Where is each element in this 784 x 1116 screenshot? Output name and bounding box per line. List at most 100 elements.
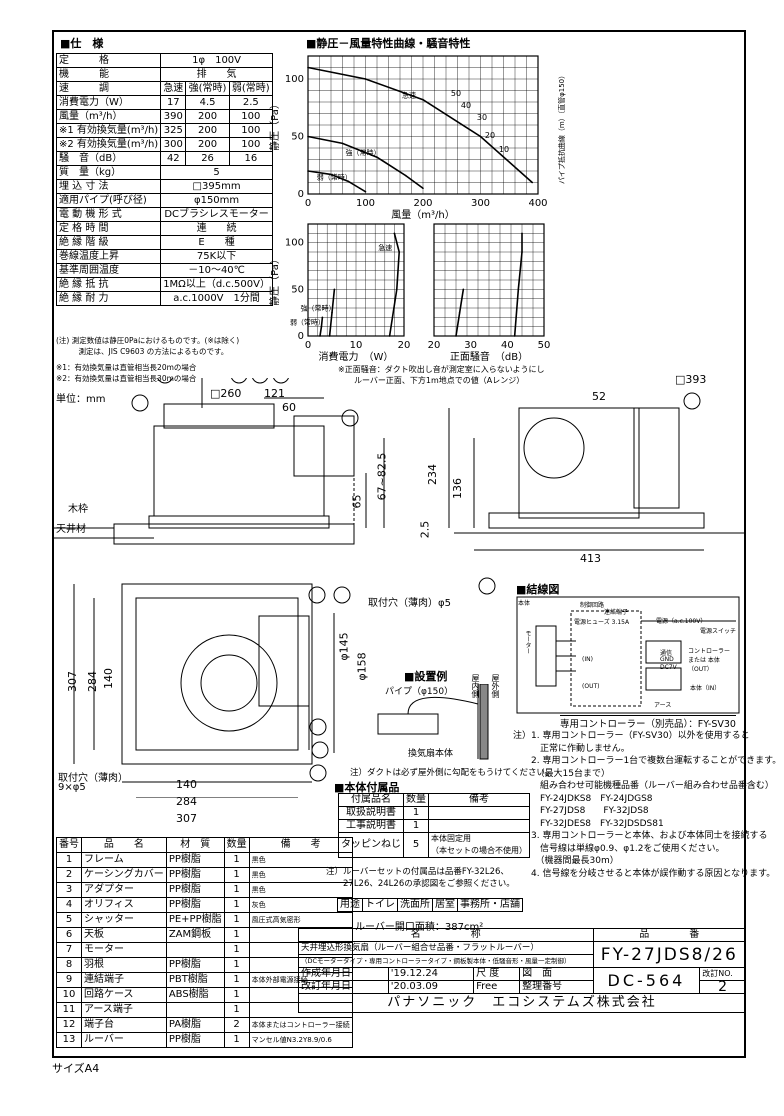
number-header: 品 番 (592, 928, 747, 942)
parts-cell: 11 (56, 1002, 82, 1018)
parts-cell: ケーシングカバー (81, 867, 167, 883)
wiring-label-fuse: 電源ヒューズ 3.15A (574, 619, 630, 626)
parts-cell: 1 (223, 987, 250, 1003)
spec-value: 100 (228, 123, 273, 138)
spec-label: 質 量（kg） (55, 165, 162, 180)
chart-0-series-label: 弱（常時） (317, 172, 352, 181)
label-wood-frame: 木枠 (68, 504, 88, 515)
chart-1-series-label: 急速 (378, 243, 392, 252)
parts-cell: 灰色 (248, 897, 353, 913)
spec-value: 200 (185, 123, 230, 138)
spec-label: ※1 有効換気量(m³/h) (55, 123, 162, 138)
note-line: 注）1. 専用コントローラー（FY-SV30）以外を使用すると (513, 731, 750, 741)
spec-value: 1MΩ以上（d.c.500V） (160, 277, 273, 292)
wiring-label-body-in: 本体（IN） (690, 685, 721, 692)
note-line: 信号線は単線φ0.9、φ1.2をご使用ください。 (513, 843, 725, 854)
chart-2-point (462, 288, 465, 291)
spec-footnote-1: ※1：有効換気量は直管相当長20mの場合 (56, 363, 197, 372)
note-line: 3. 専用コントローラーと本体、および本体同士を接続する (513, 831, 768, 841)
spec-label: 定 格 (55, 53, 162, 68)
wiring-label-switch: 電源スイッチ (700, 628, 737, 635)
spec-label: 電 動 機 形 式 (55, 207, 162, 222)
chart-1-xtick: 0 (305, 340, 311, 351)
spec-value: 325 (160, 123, 187, 138)
chart-0-ytick: 100 (285, 74, 304, 85)
parts-cell (165, 942, 225, 958)
spec-value: 排 気 (160, 67, 273, 82)
chart-2-point (521, 232, 523, 235)
parts-cell: 回路ケース (81, 987, 167, 1003)
install-body: 換気扇本体 (408, 749, 454, 759)
spec-label: ※2 有効換気量(m³/h) (55, 137, 162, 152)
chart-1-ytick: 100 (285, 238, 304, 249)
parts-cell: 12 (56, 1017, 82, 1033)
chart-2-xtick: 20 (428, 340, 441, 351)
revised-date: '20.03.09 (387, 980, 475, 994)
parts-cell: 連結端子 (81, 972, 167, 988)
spec-value: 75K以下 (160, 249, 273, 264)
accessories-note: 注）ルーバーセットの付属品は品番FY-32L26、 27L26、24L26の承認… (326, 867, 515, 889)
label-mount-hole: 取付穴（薄肉）φ5 (368, 598, 451, 609)
spec-label: 風量（m³/h） (55, 109, 162, 124)
chart-0-point (422, 187, 424, 190)
parts-cell: 7 (56, 942, 82, 958)
chart-0-point (358, 187, 361, 190)
label-ceiling: 天井材 (56, 524, 86, 535)
callout-6 (252, 378, 268, 384)
chart-1-xtick: 10 (350, 340, 363, 351)
parts-header-cell: 数量 (223, 837, 250, 853)
parts-cell: モーター (81, 942, 167, 958)
parts-cell: 黒色 (248, 852, 353, 868)
parts-header-cell: 番号 (56, 837, 82, 853)
pipe-curve-label: 40 (461, 101, 471, 110)
parts-cell: PE+PP樹脂 (165, 912, 225, 928)
spec-label: 速 調 (55, 81, 162, 96)
install-outdoor: 屋外側 (491, 674, 500, 698)
chart-1-point (396, 288, 398, 291)
wiring-label-control: 制御回路 (580, 602, 605, 609)
scale-value: Free (473, 980, 521, 994)
callout-4 (311, 741, 329, 759)
parts-cell: 1 (56, 852, 82, 868)
parts-cell: 1 (223, 957, 250, 973)
chart-2-point (455, 335, 457, 337)
parts-header-cell: 材 質 (165, 837, 225, 853)
wiring-label-controller: コントローラー または 本体（OUT） (688, 648, 731, 673)
drawing-label: 図 面 (519, 967, 594, 981)
parts-cell: 4 (56, 897, 82, 913)
usage-office: 事務所・店舗 (457, 898, 523, 912)
chart-2-point (458, 311, 461, 314)
parts-cell: 黒色 (248, 882, 353, 898)
callout-5 (341, 409, 359, 427)
dim-121: 121 (264, 387, 285, 400)
chart-0-point (404, 174, 407, 177)
curve-header: ■静圧－風量特性曲線・騒音特性 (306, 37, 471, 50)
install-diagram (377, 684, 489, 760)
wiring-label-out: (OUT) (582, 683, 600, 690)
callout-12 (273, 378, 289, 384)
note-line: （機器間最長30m） (513, 856, 619, 866)
parts-cell: 2 (223, 1017, 250, 1033)
chart-0-xtick: 400 (528, 198, 547, 209)
parts-cell: 5 (56, 912, 82, 928)
spec-label: 消費電力（W） (55, 95, 162, 110)
accessories-cell: 1 (403, 806, 429, 820)
label-9x5: 9×φ5 (58, 782, 86, 793)
parts-cell: 端子台 (81, 1017, 167, 1033)
spec-value: φ150mm (160, 193, 273, 208)
callout-10 (231, 378, 247, 384)
chart-1-point (320, 325, 323, 328)
chart-2-point (521, 251, 523, 253)
bottom-view-inner (135, 597, 299, 751)
chart-0-xtick: 100 (356, 198, 375, 209)
